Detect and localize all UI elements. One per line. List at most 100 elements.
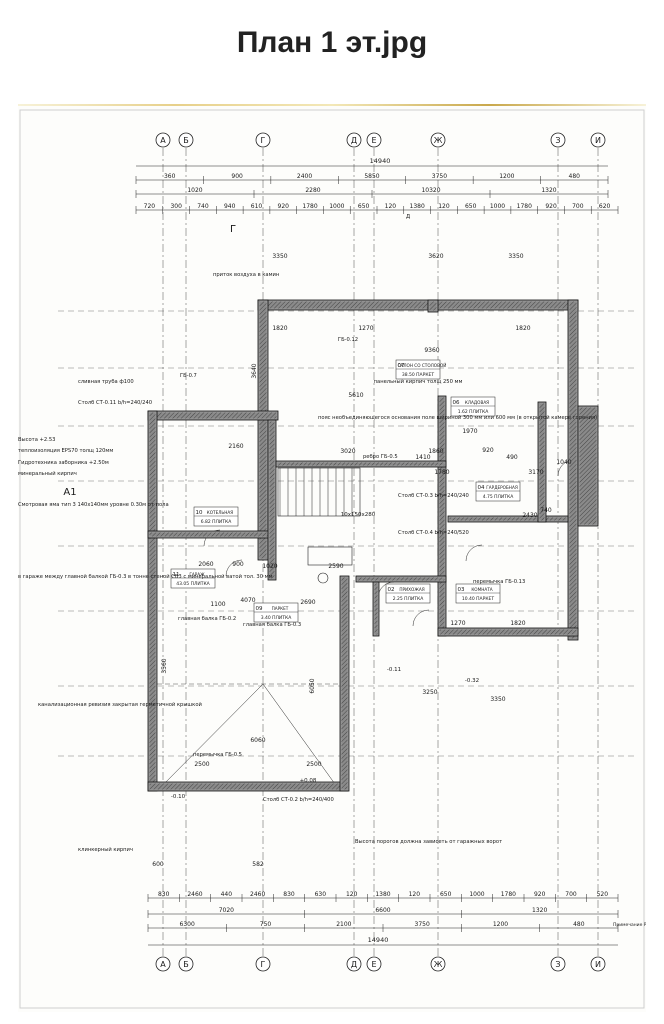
dimension-value: 940 <box>224 203 236 210</box>
dimension-value: 3350 <box>272 253 287 260</box>
plan-note: главная балка ГБ-0.2 <box>178 616 236 622</box>
plan-marker: -0.11 <box>387 667 401 673</box>
dimension-value: 2460 <box>250 891 265 898</box>
plan-note: канализационная ревизия закрытая гермети… <box>38 701 202 708</box>
dimension-value: 1200 <box>499 173 514 180</box>
wall-hatch <box>374 583 378 635</box>
dimension-value: 620 <box>599 203 611 210</box>
dimension-value: 2160 <box>228 443 243 450</box>
wall-hatch <box>259 301 267 559</box>
plan-note: Высота порогов должна зависеть от гаражн… <box>355 839 502 845</box>
plan-marker: Д <box>406 214 411 220</box>
plan-note: ГБ-0.7 <box>180 373 197 379</box>
dimension-value: 630 <box>315 891 327 898</box>
room-tag <box>170 568 216 589</box>
axis-label-Б: Б <box>183 136 189 145</box>
wall-hatch <box>579 407 597 525</box>
room-name: КЛАДОВАЯ <box>465 400 489 405</box>
door-swing <box>225 559 243 577</box>
room-area: 43.05 ПЛИТКА <box>176 581 210 587</box>
stair-outline <box>277 467 361 517</box>
dimension-value: 610 <box>251 203 263 210</box>
plan-note: Столб СТ-0.2 b/h=240/400 <box>263 797 334 803</box>
plan-note: Столб СТ-0.3 b/h=240/240 <box>398 493 469 499</box>
plan-note: минеральный кирпич <box>18 470 77 477</box>
room-tag <box>253 602 299 623</box>
plan-note: Смотровая яма тип 3 140x140мм уровне 0.3… <box>18 502 169 508</box>
wall-hatch <box>149 412 156 790</box>
plan-note: сливная труба ф100 <box>78 379 134 385</box>
dimension-overall-top: 14940 <box>370 157 391 165</box>
wall-hatch <box>429 301 437 311</box>
axis-label-Е: Е <box>371 960 376 969</box>
dimension-value: 1820 <box>515 325 530 332</box>
dimension-value: 1380 <box>375 891 390 898</box>
dimension-value: 1780 <box>517 203 532 210</box>
dimension-value: 900 <box>232 561 244 568</box>
dimension-value: 1040 <box>556 459 571 466</box>
dimension-value: 1000 <box>469 891 484 898</box>
dimension-value: 1780 <box>501 891 516 898</box>
axis-label-А: А <box>160 960 166 969</box>
dimension-value: 120 <box>409 891 421 898</box>
wall-hatch <box>259 301 577 309</box>
axis-bubble <box>155 956 171 972</box>
dimension-value: 920 <box>278 203 290 210</box>
plan-note: клинкерный кирпич <box>78 846 133 853</box>
room-tag <box>450 396 496 417</box>
dimension-value: 120 <box>346 891 358 898</box>
dimension-value: 830 <box>283 891 295 898</box>
dimension-value: 1780 <box>434 469 449 476</box>
room-name: САЛОН СО СТОЛОВОЙ <box>398 363 447 368</box>
plan-note: главная балка ГБ-0.3 <box>243 622 301 628</box>
dimension-value: 6050 <box>309 678 316 693</box>
plan-note: в гараже между главной балкой ГБ-0.3 в т… <box>18 573 273 580</box>
room-area: 1.62 ПЛИТКА <box>458 409 490 415</box>
dimension-value: 2430 <box>522 512 537 519</box>
dimension-value: 650 <box>440 891 452 898</box>
room-number: 04 <box>478 485 485 491</box>
wall-hatch <box>357 577 445 581</box>
dimension-value: 3350 <box>508 253 523 260</box>
dimension-value: 2060 <box>198 561 213 568</box>
plan-marker: +0.08 <box>300 778 317 784</box>
dimension-value: 480 <box>569 173 581 180</box>
axis-label-Д: Д <box>351 960 357 969</box>
wc-fixture <box>317 572 329 584</box>
axis-label-Ж: Ж <box>434 960 443 969</box>
page-title: План 1 эт.jpg <box>236 26 428 59</box>
dimension-value: 920 <box>545 203 557 210</box>
dimension-value: 1000 <box>490 203 505 210</box>
bath-fixture <box>307 546 353 566</box>
room-number: 09 <box>256 606 263 612</box>
axis-label-Б: Б <box>183 960 189 969</box>
dimension-value: 1320 <box>541 187 556 194</box>
axis-bubble <box>255 132 271 148</box>
dimension-value: 740 <box>197 203 209 210</box>
dimension-value: 700 <box>565 891 577 898</box>
room-number: 06 <box>453 400 460 406</box>
dimension-value: 10320 <box>421 187 440 194</box>
sheet-border <box>19 109 645 1009</box>
axis-bubble <box>430 956 446 972</box>
dimension-value: 4070 <box>240 597 255 604</box>
dimension-value: 700 <box>572 203 584 210</box>
axis-bubble <box>550 132 566 148</box>
room-tag <box>455 583 501 604</box>
dimension-value: 1020 <box>262 563 277 570</box>
dimension-value: 3750 <box>432 173 447 180</box>
dimension-value: 582 <box>252 861 264 868</box>
axis-label-Е: Е <box>371 136 376 145</box>
dimension-value: 650 <box>358 203 370 210</box>
dimension-value: 1970 <box>462 428 477 435</box>
dimension-value: 740 <box>540 507 552 514</box>
plan-note: ребро ГБ-0.5 <box>363 454 398 460</box>
dimension-value: 900 <box>231 173 243 180</box>
dimension-value: 2500 <box>306 761 321 768</box>
plan-note: Столб СТ-0.4 b/h=240/520 <box>398 530 469 536</box>
dimension-value: 300 <box>170 203 182 210</box>
dimension-value: 120 <box>438 203 450 210</box>
wall-hatch <box>269 421 275 579</box>
room-area: 38.50 ПАРКЕТ <box>402 372 435 378</box>
